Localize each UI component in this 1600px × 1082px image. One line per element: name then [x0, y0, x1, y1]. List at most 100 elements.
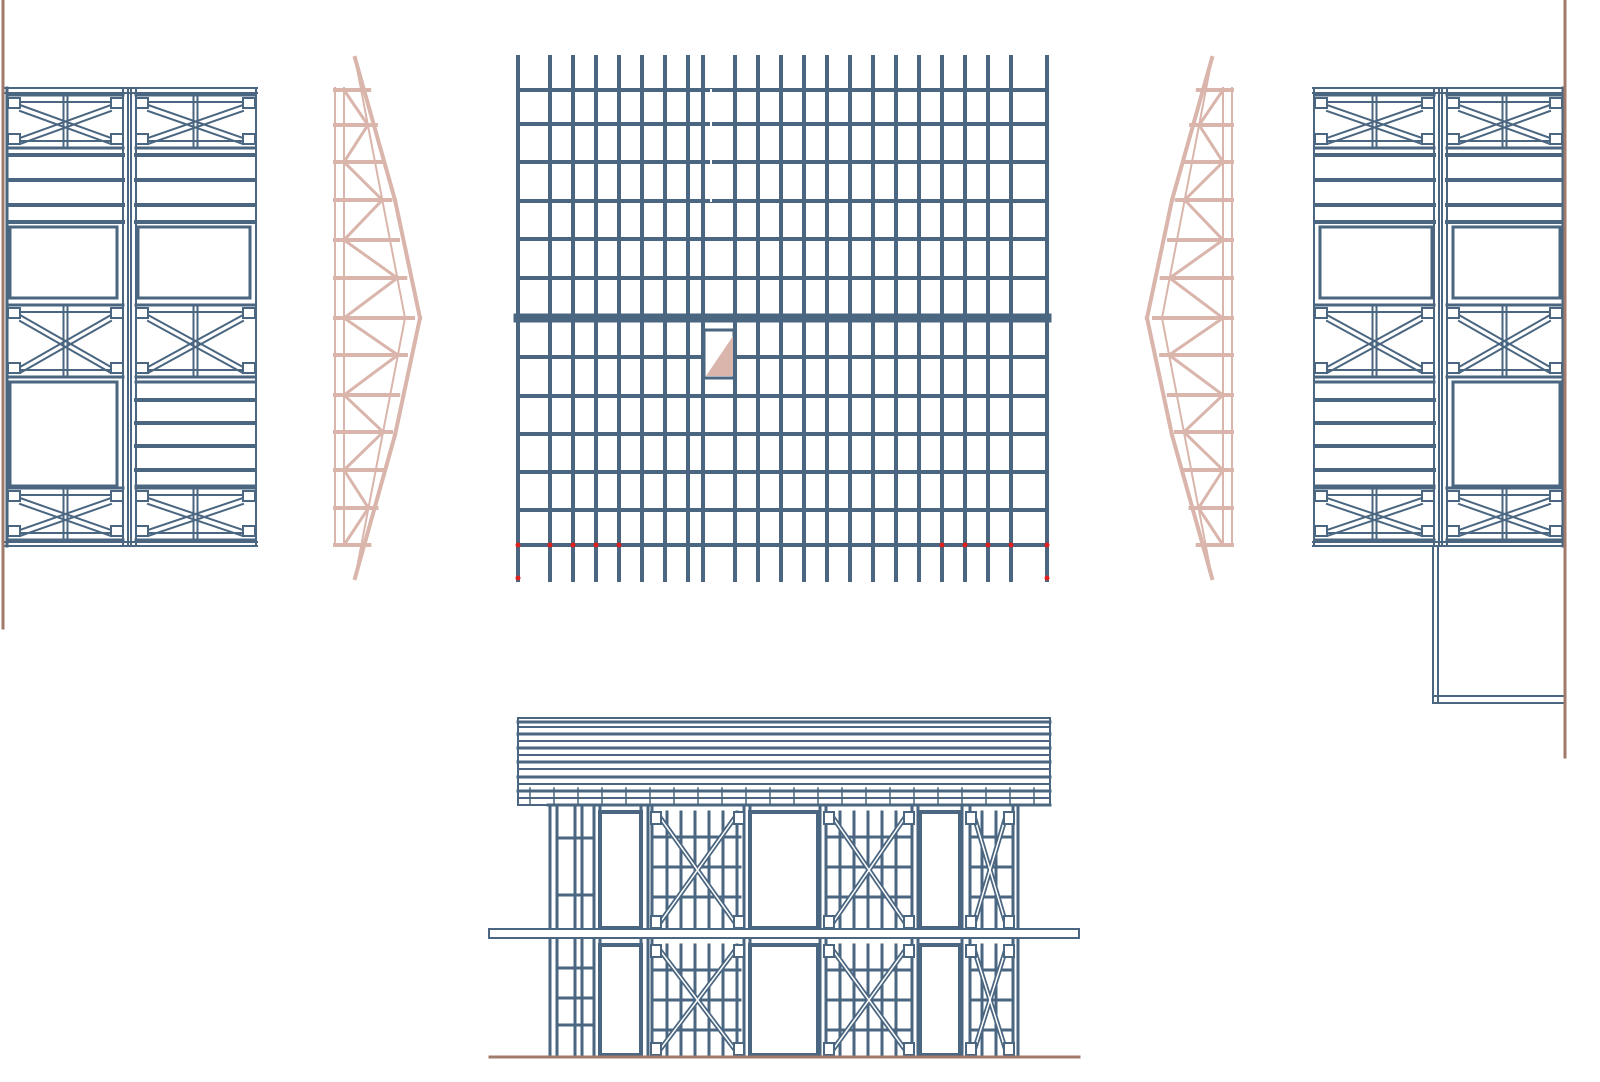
connector-plate [903, 1042, 915, 1056]
connector-plate [110, 525, 124, 537]
cross-brace [18, 319, 113, 375]
wall-opening [1451, 225, 1562, 300]
connector-plate [650, 1042, 662, 1056]
connector-plate [242, 362, 256, 374]
right-side-elevation [1312, 86, 1566, 704]
connector-plate [7, 97, 21, 109]
truss-top-chord [1144, 197, 1175, 321]
cross-brace [18, 496, 113, 532]
cross-brace [1457, 103, 1552, 140]
connector-plate [1421, 362, 1435, 374]
window-fill [706, 336, 733, 376]
cross-brace [146, 313, 245, 369]
red-marker [515, 575, 521, 581]
connector-plate [1314, 307, 1328, 319]
connector-plate [1446, 307, 1460, 319]
truss-web [341, 352, 400, 398]
truss-web [341, 392, 386, 435]
connector-plate [1003, 1042, 1015, 1056]
truss-inner-chord [1160, 56, 1214, 320]
cross-brace [1457, 109, 1552, 146]
connector-plate [7, 307, 21, 319]
connector-plate [1549, 133, 1563, 145]
truss-web [341, 429, 386, 473]
cross-brace [1457, 319, 1552, 375]
door-opening [748, 943, 820, 1057]
truss-web [1181, 429, 1226, 473]
connector-plate [135, 362, 149, 374]
connector-plate [650, 944, 662, 958]
connector-plate [135, 525, 149, 537]
connector-plate [733, 915, 745, 929]
truss-web [341, 505, 371, 548]
front-elevation [488, 717, 1080, 1058]
truss-web [341, 315, 400, 358]
cross-brace [146, 319, 245, 375]
cross-brace [18, 313, 113, 369]
truss-web [1167, 237, 1226, 281]
red-marker [570, 542, 576, 548]
red-marker [547, 542, 553, 548]
truss-web [1197, 122, 1226, 165]
cross-brace [146, 496, 245, 532]
truss-web [1181, 392, 1226, 435]
connector-plate [965, 915, 977, 929]
connector-plate [733, 1042, 745, 1056]
cross-brace-highlight [830, 814, 908, 926]
connector-plate [1446, 133, 1460, 145]
connector-plate [135, 490, 149, 502]
connector-plate [1314, 97, 1328, 109]
cross-brace [146, 103, 245, 140]
red-marker [515, 542, 521, 548]
connector-plate [242, 490, 256, 502]
floor-beam [488, 928, 1080, 939]
red-marker [962, 542, 968, 548]
truss-web [1196, 505, 1226, 548]
connector-plate [242, 133, 256, 145]
connector-plate [1446, 362, 1460, 374]
cross-brace [1325, 109, 1424, 146]
truss-top-chord [392, 197, 423, 321]
cross-brace-highlight [830, 947, 908, 1053]
truss-web [1182, 159, 1226, 203]
connector-plate [1314, 362, 1328, 374]
red-marker [939, 542, 945, 548]
door-opening [748, 810, 820, 930]
connector-plate [7, 133, 21, 145]
connector-plate [1314, 133, 1328, 145]
wall-opening [136, 225, 252, 300]
connector-plate [1549, 525, 1563, 537]
connector-plate [110, 307, 124, 319]
truss-web [1167, 315, 1226, 358]
cross-brace [1457, 496, 1552, 532]
connector-plate [242, 525, 256, 537]
wall-opening [1318, 225, 1434, 300]
connector-plate [1446, 490, 1460, 502]
door-opening [598, 810, 643, 930]
truss-top-chord [1169, 55, 1215, 203]
connector-plate [1003, 944, 1015, 958]
cross-brace [1325, 496, 1424, 532]
connector-plate [733, 944, 745, 958]
door-opening [598, 943, 643, 1057]
cross-brace [1457, 313, 1552, 369]
cross-brace-highlight [973, 815, 1007, 925]
connector-plate [1549, 490, 1563, 502]
truss-inner-chord [353, 316, 407, 580]
red-marker [593, 542, 599, 548]
truss-web [1167, 275, 1226, 321]
truss-web [1196, 467, 1226, 511]
truss-web [341, 87, 370, 128]
connector-plate [650, 811, 662, 825]
truss-web [341, 275, 400, 321]
cross-brace-highlight [657, 814, 738, 926]
connector-plate [1003, 915, 1015, 929]
truss-inner-chord [353, 56, 407, 320]
connector-plate [7, 362, 21, 374]
connector-plate [7, 525, 21, 537]
truss-web [1182, 197, 1226, 243]
cross-brace [18, 109, 113, 146]
left-side-elevation [4, 86, 258, 548]
connector-plate [1549, 97, 1563, 109]
